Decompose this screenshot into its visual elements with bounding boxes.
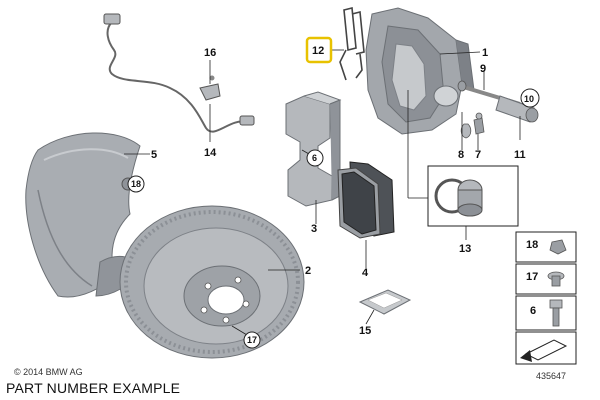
anti-rattle-spring	[339, 6, 365, 81]
footer-caption: PART NUMBER EXAMPLE	[6, 380, 181, 396]
callout-16: 16	[204, 47, 216, 59]
callout-18: 18	[131, 179, 141, 189]
legend-box-6	[515, 295, 577, 331]
circled-callout-10: 10	[520, 88, 540, 108]
legend-arrow-box	[515, 331, 577, 365]
callout-4: 4	[362, 267, 369, 279]
callout-12-highlight: 12	[305, 36, 333, 64]
callout-17: 17	[247, 335, 257, 345]
callout-9: 9	[480, 63, 486, 75]
legend-number-18: 18	[526, 239, 538, 251]
circled-callout-6: 6	[306, 149, 324, 167]
callout-7: 7	[475, 149, 481, 161]
wire-clip	[199, 75, 221, 101]
callout-6: 6	[312, 153, 317, 163]
caliper-carrier	[285, 91, 342, 207]
circled-callout-18: 18	[127, 175, 145, 193]
brake-pads	[337, 161, 395, 239]
callout-numbers: 16 14 5 2 3 4 1 9 8 7 11 13 15	[151, 47, 526, 337]
callout-14: 14	[204, 147, 217, 159]
leader-lines	[124, 49, 521, 339]
callout-13: 13	[459, 243, 471, 255]
callout-8: 8	[458, 149, 464, 161]
brake-caliper	[365, 7, 475, 135]
brake-disc	[119, 205, 305, 359]
legend-box-17	[515, 263, 577, 295]
grease-packet	[358, 289, 412, 315]
bleeder-cap	[460, 123, 472, 139]
callout-3: 3	[311, 223, 317, 235]
callout-1: 1	[482, 47, 488, 59]
legend-number-6: 6	[530, 305, 536, 317]
circled-callout-17: 17	[243, 331, 261, 349]
copyright-notice: © 2014 BMW AG	[14, 367, 83, 377]
callout-10: 10	[524, 94, 534, 104]
callout-2: 2	[305, 265, 311, 277]
legend-number-17: 17	[526, 271, 538, 283]
repair-kit	[427, 165, 519, 227]
bleeder-screw	[473, 112, 485, 135]
wear-sensor-wire	[103, 13, 255, 133]
diagram-reference-number: 435647	[536, 371, 567, 381]
callout-12: 12	[312, 45, 324, 57]
callout-15: 15	[359, 325, 371, 337]
guide-sleeve	[495, 95, 539, 123]
callout-11: 11	[514, 149, 526, 161]
callout-5: 5	[151, 149, 157, 161]
legend-box-18	[515, 231, 577, 263]
